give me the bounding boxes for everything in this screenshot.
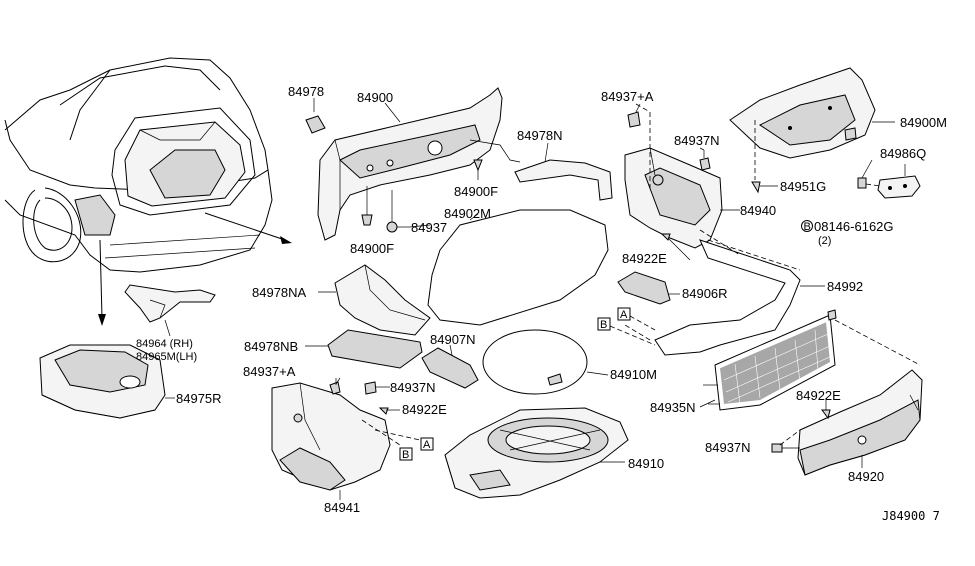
label-bolt-code: 08146-6162G — [814, 219, 894, 234]
label-84937n-bottom: 84937N — [705, 440, 751, 455]
box-b-bottom-label: B — [402, 449, 409, 461]
box-a-bottom — [420, 437, 434, 451]
leader-lines — [335, 103, 873, 408]
label-bolt-prefix: B — [804, 221, 811, 233]
label-84907n: 84907N — [430, 332, 476, 347]
part-84900M-panel — [729, 67, 895, 180]
label-84935n: 84935N — [650, 400, 696, 415]
label-84978nb: 84978NB — [244, 339, 298, 354]
part-84978N-strip — [514, 142, 613, 201]
label-84937a-top: 84937+A — [601, 89, 654, 104]
box-b-bottom — [399, 447, 413, 461]
box-b-top-label: B — [600, 319, 607, 331]
part-labels: 84978 84900 84900F 84902M 84937 84900F 8… — [136, 84, 947, 523]
label-84922e-right: 84922E — [796, 388, 841, 403]
label-84906r: 84906R — [682, 286, 728, 301]
label-84922e-top: 84922E — [622, 251, 667, 266]
label-84986q: 84986Q — [880, 146, 926, 161]
car-rear-illustration — [4, 57, 292, 326]
label-84965m: 84965M(LH) — [136, 351, 197, 363]
label-84900f-bottom: 84900F — [350, 241, 394, 256]
part-84935N-cargo-net — [703, 309, 837, 411]
part-84941-side-trim — [271, 378, 421, 500]
diagram-code: J84900 7 — [882, 509, 940, 523]
box-b-top — [597, 317, 611, 331]
part-84902M-mat — [427, 209, 609, 326]
label-84941: 84941 — [324, 500, 360, 515]
part-84978NA-pad — [318, 264, 431, 336]
label-84900: 84900 — [357, 90, 393, 105]
callout-boxes: A B A B — [399, 307, 656, 461]
label-84900m: 84900M — [900, 115, 947, 130]
label-bolt-qty: (2) — [818, 235, 831, 247]
label-84937n-mid: 84937N — [390, 380, 436, 395]
label-84964: 84964 (RH) — [136, 338, 193, 350]
part-84906R-pad — [617, 271, 680, 305]
label-84992: 84992 — [827, 279, 863, 294]
part-84978NB-pad — [305, 329, 423, 369]
label-84978n: 84978N — [517, 128, 563, 143]
label-84922e-mid: 84922E — [402, 402, 447, 417]
box-a-bottom-label: A — [423, 439, 431, 451]
part-84910M-cover — [482, 329, 609, 395]
label-84937n-top: 84937N — [674, 133, 720, 148]
bolt-circle-b — [801, 220, 813, 232]
part-84910-floor — [444, 407, 629, 499]
part-84964-bracket — [124, 284, 216, 337]
part-84992-trim — [624, 229, 825, 356]
label-84951g: 84951G — [780, 179, 826, 194]
label-84940: 84940 — [740, 203, 776, 218]
label-84900f-top: 84900F — [454, 184, 498, 199]
label-84920: 84920 — [848, 469, 884, 484]
label-84910m: 84910M — [610, 367, 657, 382]
box-a-top-label: A — [620, 309, 628, 321]
label-84978na: 84978NA — [252, 285, 307, 300]
label-84937: 84937 — [411, 220, 447, 235]
part-84940-side-trim — [624, 103, 778, 249]
part-84900-panel — [317, 87, 521, 241]
part-84978-clip — [305, 98, 326, 134]
label-84937a-bottom: 84937+A — [243, 364, 296, 379]
label-84902m: 84902M — [444, 206, 491, 221]
part-84907N-pad — [421, 344, 479, 389]
box-a-top — [617, 307, 631, 321]
label-84910: 84910 — [628, 456, 664, 471]
part-84920-panel — [771, 319, 923, 476]
label-84975r: 84975R — [176, 391, 222, 406]
part-84975R-tray — [39, 344, 175, 419]
part-84986Q-bracket — [857, 164, 921, 199]
label-84978: 84978 — [288, 84, 324, 99]
